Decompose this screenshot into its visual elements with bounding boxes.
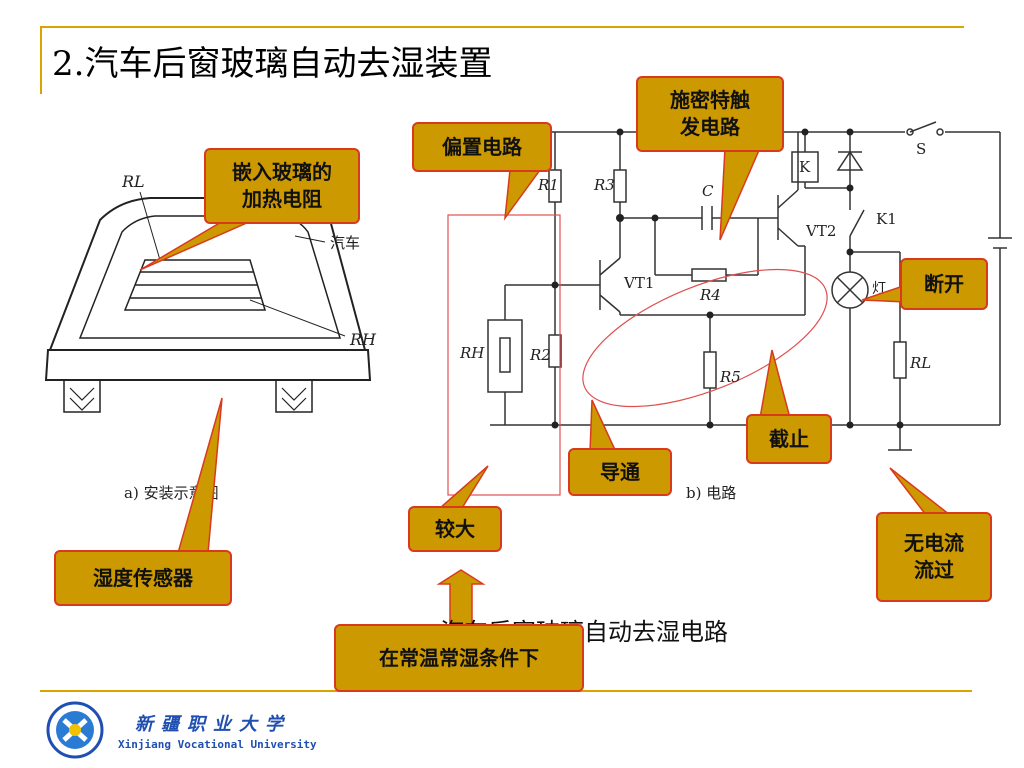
label-r1: R1 (538, 176, 559, 194)
label-k: K (799, 158, 811, 176)
callout-disconnect: 断开 (900, 258, 988, 310)
logo-text-en: Xinjiang Vocational University (118, 738, 317, 751)
circuit-diagram (447, 121, 1012, 496)
callout-cutoff: 截止 (746, 414, 832, 464)
label-r3: R3 (594, 176, 615, 194)
label-c: C (702, 182, 714, 200)
label-rh-a: RH (350, 330, 376, 349)
label-vt1: VT1 (624, 274, 655, 292)
callout-bias-circuit: 偏置电路 (412, 122, 552, 172)
logo-text-cn: 新疆职业大学 (135, 714, 291, 735)
label-rl-a: RL (122, 172, 145, 191)
label-s: S (916, 140, 927, 158)
callout-embedded-heater: 嵌入玻璃的 加热电阻 (204, 148, 360, 224)
title-left-rule (40, 26, 42, 94)
callout-larger: 较大 (408, 506, 502, 552)
callout-humidity-sensor: 湿度传感器 (54, 550, 232, 606)
label-rl-b: RL (910, 354, 932, 372)
callout-conducting: 导通 (568, 448, 672, 496)
label-r2: R2 (530, 346, 551, 364)
label-vt2: VT2 (806, 222, 837, 240)
top-rule (40, 26, 964, 28)
callout-normal-condition: 在常温常湿条件下 (334, 624, 584, 692)
label-k1: K1 (876, 210, 897, 228)
slide-title: 2.汽车后窗玻璃自动去湿装置 (52, 44, 493, 84)
callout-schmitt-trigger: 施密特触 发电路 (636, 76, 784, 152)
sub-caption-b: b) 电路 (686, 484, 737, 502)
label-r4: R4 (700, 286, 721, 304)
label-rh-b: RH (460, 344, 485, 362)
university-logo-icon (46, 701, 104, 759)
label-car: 汽车 (330, 234, 361, 252)
label-r5: R5 (720, 368, 741, 386)
callout-no-current: 无电流 流过 (876, 512, 992, 602)
